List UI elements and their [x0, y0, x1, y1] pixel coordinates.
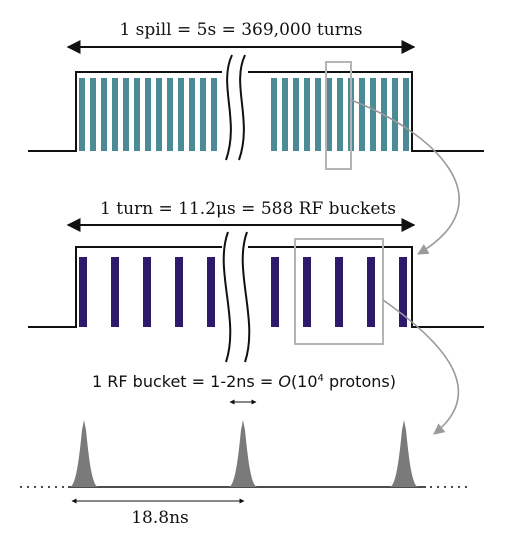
spill-bar-25	[392, 78, 398, 151]
spill-bar-18	[315, 78, 321, 151]
spill-zoom-box	[325, 61, 352, 170]
spill-bar-10	[178, 78, 184, 151]
bunch-peak-2	[229, 420, 257, 487]
spill-panel: 1 spill = 5s = 369,000 turns	[28, 20, 484, 170]
turn-zoom-box	[294, 238, 384, 345]
spill-bar-13	[211, 78, 217, 151]
spill-bar-8	[156, 78, 162, 151]
turn-bar-10	[399, 257, 407, 327]
spill-bar-6	[134, 78, 140, 151]
spill-bar-15	[282, 78, 288, 151]
turn-bar-7	[303, 257, 311, 327]
bucket-panel: 1 RF bucket = 1-2ns = O(104 protons) 18.…	[20, 372, 470, 528]
spill-break-gap	[222, 55, 248, 165]
spill-bar-16	[293, 78, 299, 151]
spill-label: 1 spill = 5s = 369,000 turns	[119, 20, 362, 40]
spill-bar-9	[167, 78, 173, 151]
spill-bar-19	[326, 78, 332, 151]
spill-bars	[79, 78, 409, 151]
turn-label: 1 turn = 11.2μs = 588 RF buckets	[100, 199, 396, 219]
turn-bar-8	[335, 257, 343, 327]
spill-bar-1	[79, 78, 85, 151]
bucket-label: 1 RF bucket = 1-2ns = O(104 protons)	[92, 372, 396, 391]
spill-bar-17	[304, 78, 310, 151]
spill-bar-2	[90, 78, 96, 151]
turn-bar-9	[367, 257, 375, 327]
spill-bar-22	[359, 78, 365, 151]
spill-bar-20	[337, 78, 343, 151]
spill-break-left-line	[225, 54, 233, 161]
spill-bar-26	[403, 78, 409, 151]
turn-bar-1	[79, 257, 87, 327]
spill-bar-5	[123, 78, 129, 151]
spill-bar-4	[112, 78, 118, 151]
spill-bar-12	[200, 78, 206, 151]
zoom-connector-arrow-2	[382, 299, 460, 435]
turn-baseline-waveform	[28, 246, 484, 328]
turn-break-right-line	[241, 231, 251, 363]
turn-bar-3	[143, 257, 151, 327]
zoom-connector-arrow-1	[350, 99, 460, 255]
bunch-peak-3	[390, 420, 418, 487]
bunch-peak-1	[70, 420, 98, 487]
bunch-spacing-label: 18.8ns	[131, 508, 189, 528]
turn-break-left-line	[222, 231, 232, 363]
turn-bars	[79, 257, 407, 327]
turn-bar-5	[207, 257, 215, 327]
turn-bar-2	[111, 257, 119, 327]
spill-bar-7	[145, 78, 151, 151]
spill-bar-14	[271, 78, 277, 151]
spill-bar-11	[189, 78, 195, 151]
turn-panel: 1 turn = 11.2μs = 588 RF buckets	[28, 199, 484, 363]
spill-bar-23	[370, 78, 376, 151]
turn-bar-4	[175, 257, 183, 327]
turn-bar-6	[271, 257, 279, 327]
spill-break-right-line	[238, 54, 246, 161]
spill-bar-3	[101, 78, 107, 151]
spill-baseline-waveform	[28, 71, 484, 152]
turn-break-gap	[222, 232, 248, 362]
